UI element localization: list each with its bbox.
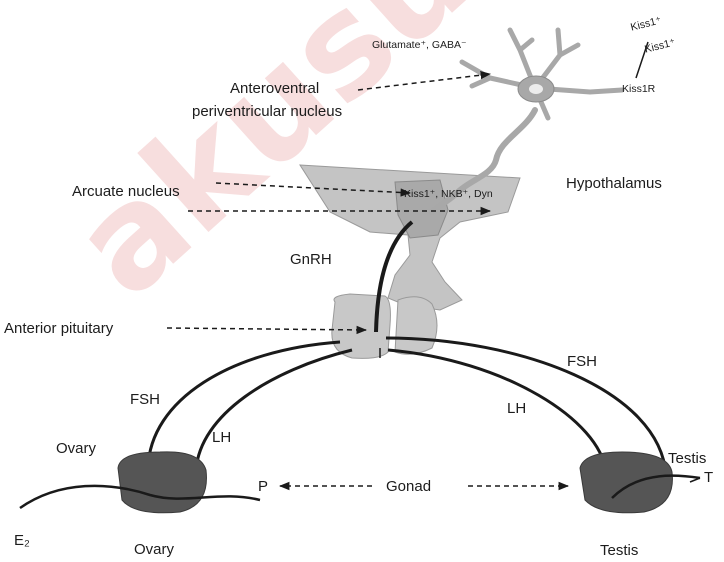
avpv-label-line2: periventricular nucleus xyxy=(192,103,342,120)
testis-top-label: Testis xyxy=(668,450,706,467)
gonad-label: Gonad xyxy=(386,478,431,495)
ovary-gonad xyxy=(20,452,260,513)
avpv-label-line1: Anteroventral xyxy=(230,80,319,97)
anterior-pituitary-shape xyxy=(332,294,437,358)
pituitary-left-lobe xyxy=(332,294,391,358)
ovary-shape xyxy=(118,452,206,513)
pituitary-right-lobe xyxy=(395,297,437,354)
progesterone-label: P xyxy=(258,478,268,495)
ovary-top-label: Ovary xyxy=(56,440,97,457)
neuron-nucleus xyxy=(529,84,543,94)
kiss1-label-b: Kiss1⁺ xyxy=(643,36,677,55)
glutamate-gaba-label: Glutamate⁺, GABA⁻ xyxy=(372,39,467,51)
kiss1r-label: Kiss1R xyxy=(622,83,656,95)
hypothalamus-tissue xyxy=(300,165,520,310)
hypothalamus-label: Hypothalamus xyxy=(566,175,662,192)
testosterone-label: T xyxy=(704,469,713,486)
fsh-left-label: FSH xyxy=(130,391,160,408)
kiss1-label-a: Kiss1⁺ xyxy=(629,14,663,33)
lh-left-label: LH xyxy=(212,429,231,446)
gnrh-label: GnRH xyxy=(290,251,332,268)
anterior-pituitary-label: Anterior pituitary xyxy=(4,320,114,337)
testis-shape xyxy=(580,452,672,513)
testosterone-line xyxy=(690,478,700,482)
ovary-bottom-label: Ovary xyxy=(134,541,175,558)
estradiol-label: E₂ xyxy=(14,532,30,549)
lh-left-path xyxy=(196,350,352,470)
lh-right-label: LH xyxy=(507,400,526,417)
kndy-label: Kiss1⁺, NKB⁺, Dyn xyxy=(404,188,493,200)
fsh-right-label: FSH xyxy=(567,353,597,370)
testis-bottom-label: Testis xyxy=(600,542,638,559)
arcuate-label: Arcuate nucleus xyxy=(72,183,180,200)
